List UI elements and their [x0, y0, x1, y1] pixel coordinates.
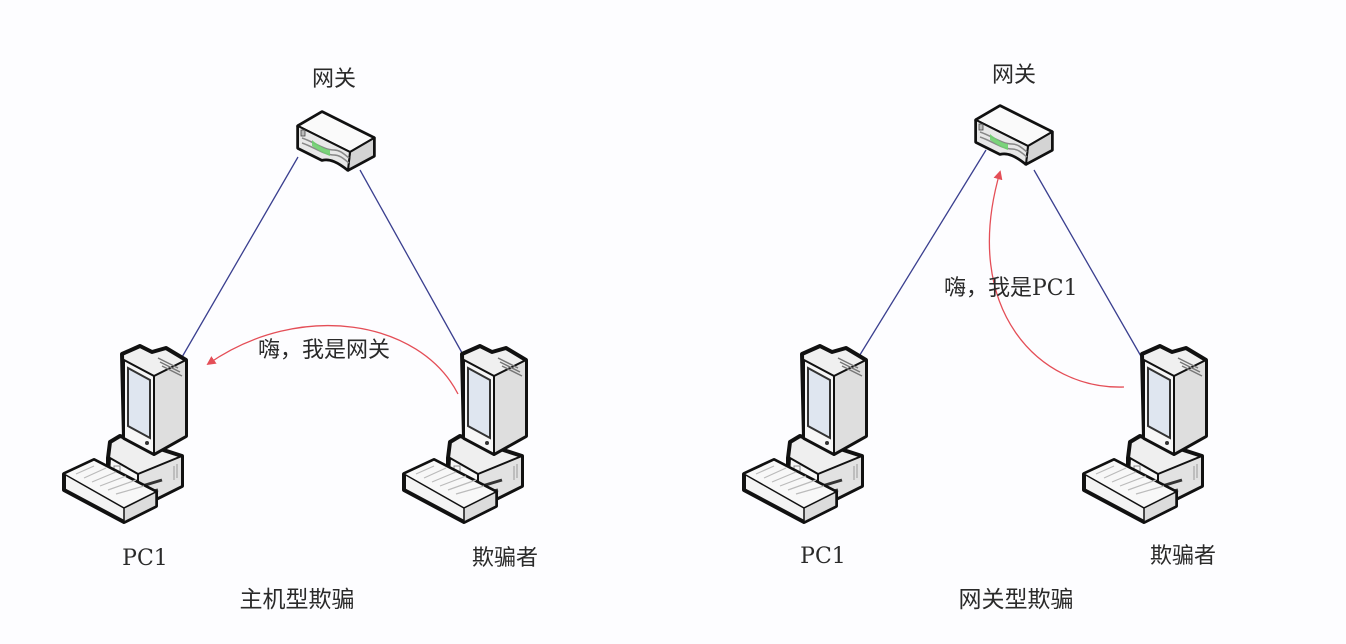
spoof-message: 嗨，我是PC1 [944, 276, 1078, 301]
computer-icon [742, 344, 868, 524]
panel-gateway-spoofing: 网关 PC1 欺骗者 嗨，我是PC1 网关型欺骗 [742, 63, 1216, 613]
spoof-arrow [988, 170, 1125, 388]
panel-caption: 网关型欺骗 [959, 587, 1074, 613]
link-gateway-attacker [1033, 169, 1143, 359]
router-icon [296, 110, 376, 172]
link-gateway-attacker [359, 169, 467, 361]
computer-icon [402, 344, 528, 524]
attacker-label: 欺骗者 [472, 546, 538, 571]
computer-icon [62, 344, 188, 524]
link-gateway-pc1 [857, 149, 987, 359]
panel-host-spoofing: 网关 PC1 欺骗者 嗨，我是网关 主机型欺骗 [62, 67, 538, 613]
computer-icon [1082, 344, 1208, 524]
gateway-label: 网关 [992, 63, 1036, 88]
link-gateway-pc1 [177, 156, 299, 365]
gateway-label: 网关 [312, 67, 356, 92]
spoof-message: 嗨，我是网关 [258, 338, 390, 363]
pc1-label: PC1 [122, 546, 168, 571]
router-icon [974, 104, 1054, 166]
spoof-arrow [206, 325, 459, 395]
panel-caption: 主机型欺骗 [240, 587, 355, 613]
attacker-label: 欺骗者 [1150, 544, 1216, 569]
pc1-label: PC1 [800, 544, 846, 569]
